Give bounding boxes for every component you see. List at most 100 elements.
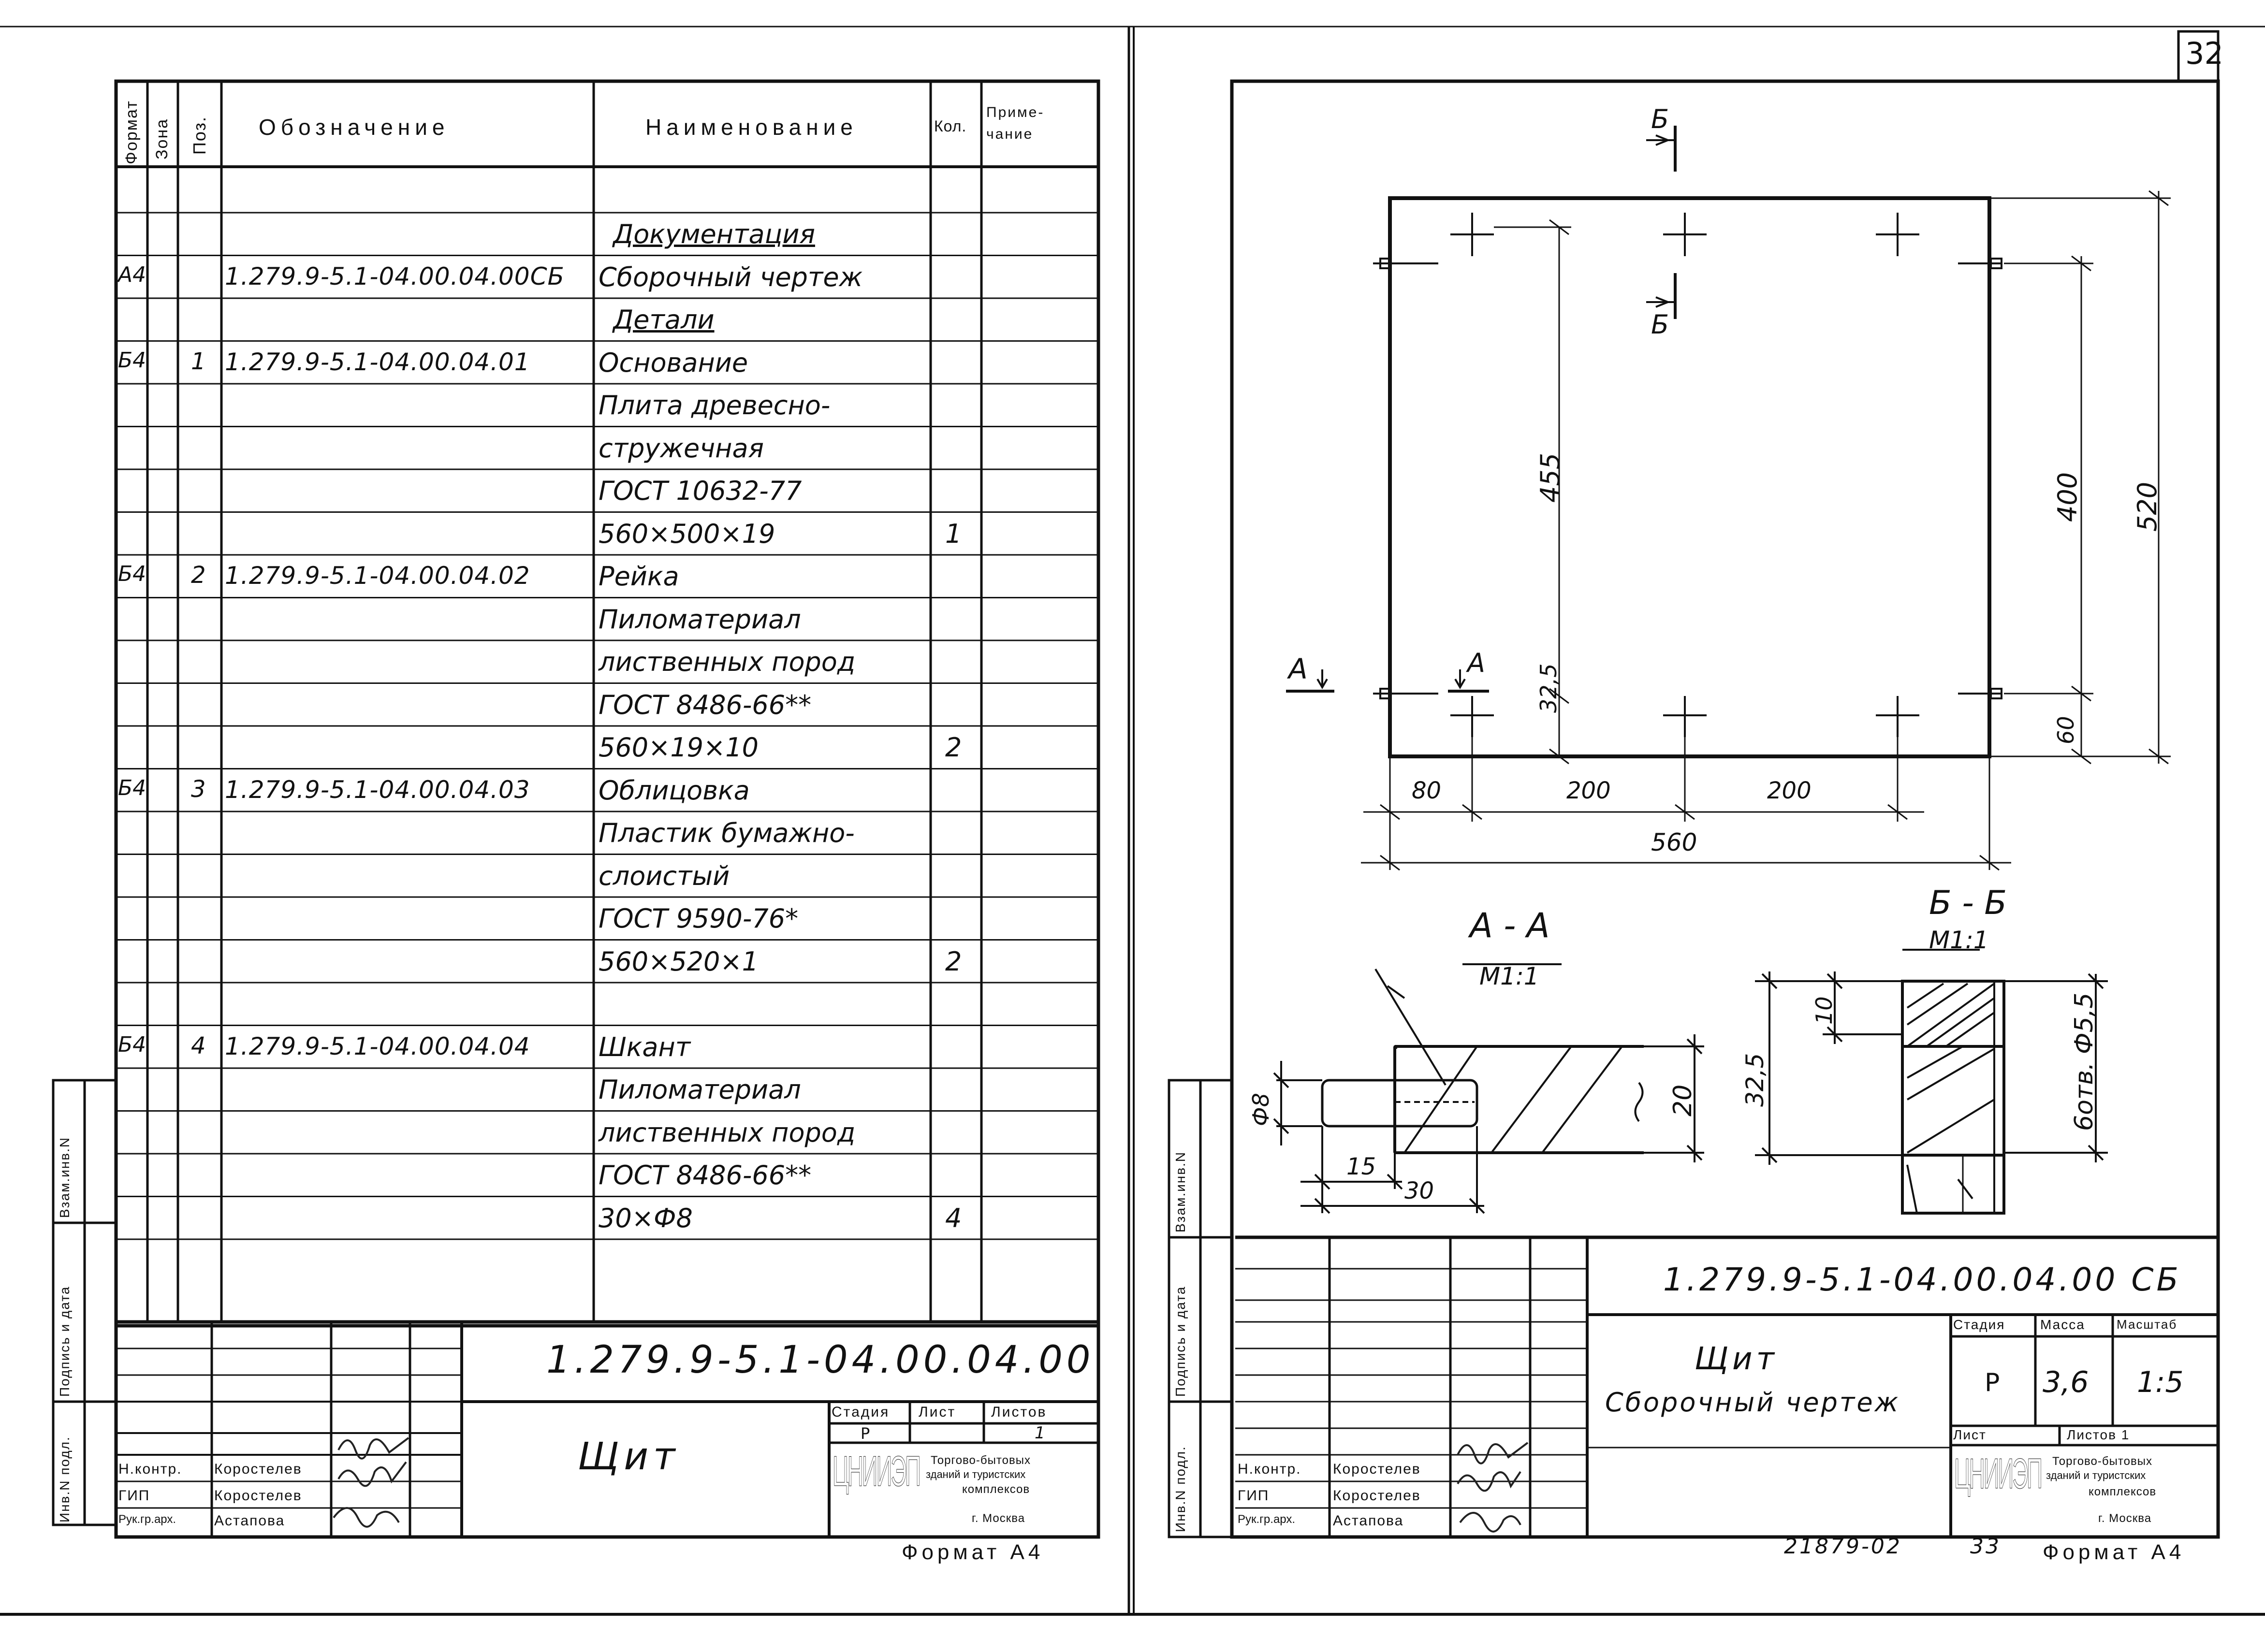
left-org-line-1: Торгово-бытовых	[931, 1454, 1031, 1467]
row-name: 560×520×1	[599, 946, 759, 977]
right-scale-value: 1:5	[2137, 1365, 2184, 1399]
row-name: Пиломатериал	[599, 604, 801, 635]
row-qty: 1	[945, 518, 962, 549]
dim-60: 60	[2053, 716, 2079, 744]
row-name: 560×19×10	[599, 732, 759, 763]
section-aa-title: А - А	[1470, 906, 1550, 945]
left-sheets-header: Листов	[991, 1404, 1047, 1420]
left-format-label: Формат А4	[902, 1540, 1044, 1564]
row-position: 1	[191, 348, 206, 375]
dim-560: 560	[1651, 828, 1697, 856]
left-org-line-4: г. Москва	[972, 1512, 1025, 1525]
left-stage-value: Р	[861, 1424, 870, 1443]
header-name: Наименование	[645, 115, 858, 140]
side-label-inv-orig: Инв.N подл.	[57, 1436, 72, 1522]
row-designation: 1.279.9-5.1-04.00.04.01	[225, 348, 530, 376]
right-org-line-4: г. Москва	[2098, 1512, 2152, 1525]
dim-520: 520	[2132, 481, 2163, 532]
row-designation: 1.279.9-5.1-04.00.04.04	[225, 1032, 530, 1060]
dim-200-a: 200	[1566, 777, 1611, 804]
row-name: ГОСТ 10632-77	[599, 476, 802, 506]
dim-200-b: 200	[1767, 777, 1812, 804]
dim-455: 455	[1535, 452, 1565, 503]
row-name: Плита древесно-	[599, 390, 831, 420]
section-bb-scale: М1:1	[1929, 926, 1989, 954]
section-bb-title: Б - Б	[1929, 884, 2007, 922]
right-role-1: Н.контр.	[1238, 1461, 1301, 1477]
right-side-label-inv-sub: Взам.инв.N	[1173, 1151, 1188, 1232]
right-sheet-header: Лист	[1953, 1427, 1987, 1442]
header-designation: Обозначение	[259, 115, 450, 140]
right-mass-value: 3,6	[2043, 1365, 2089, 1399]
row-name: 30×Ф8	[599, 1203, 693, 1233]
right-sheets-header: Листов 1	[2067, 1427, 2130, 1442]
row-qty: 2	[945, 946, 962, 977]
row-name: Шкант	[599, 1031, 691, 1062]
row-name: Сборочный чертеж	[599, 261, 863, 292]
row-name: стружечная	[599, 433, 764, 464]
right-role-3: Рук.гр.арх.	[1238, 1513, 1296, 1526]
row-name: Пиломатериал	[599, 1074, 801, 1105]
row-qty: 2	[945, 732, 962, 763]
left-role-3: Рук.гр.арх.	[118, 1513, 176, 1526]
left-name-3: Астапова	[214, 1513, 285, 1529]
row-name: Документация	[613, 219, 815, 249]
aa-dim-15: 15	[1346, 1153, 1376, 1180]
dim-80: 80	[1412, 777, 1442, 804]
section-aa-scale: М1:1	[1479, 962, 1539, 990]
right-title-name-2: Сборочный чертеж	[1605, 1387, 1900, 1418]
row-designation: 1.279.9-5.1-04.00.04.00СБ	[225, 262, 565, 290]
left-sheet-header: Лист	[919, 1404, 956, 1420]
right-title-name-1: Щит	[1695, 1341, 1778, 1377]
left-stage-header: Стадия	[832, 1404, 890, 1420]
row-name: ГОСТ 9590-76*	[599, 903, 799, 934]
right-org-logo: ЦНИИЭП	[1954, 1449, 2043, 1497]
right-mass-header: Масса	[2040, 1317, 2085, 1332]
right-name-2: Коростелев	[1333, 1488, 1421, 1504]
section-mark-a-left: А	[1288, 652, 1308, 685]
row-name: слоистый	[599, 860, 730, 891]
row-format: Б4	[118, 1032, 146, 1057]
right-side-label-sign-date: Подпись и дата	[1173, 1286, 1188, 1397]
header-qty: Кол.	[934, 117, 967, 135]
left-org-line-2: зданий и туристских	[926, 1468, 1026, 1480]
row-name: Пластик бумажно-	[599, 818, 855, 848]
aa-dim-d8: Ф8	[1248, 1093, 1274, 1126]
side-label-inv-sub: Взам.инв.N	[57, 1136, 72, 1218]
left-role-2: ГИП	[118, 1488, 150, 1504]
right-stage-header: Стадия	[1953, 1317, 2005, 1332]
row-format: Б4	[118, 562, 146, 586]
row-format: Б4	[118, 348, 146, 373]
bb-dim-32-5: 32,5	[1741, 1053, 1769, 1107]
aa-dim-30: 30	[1404, 1177, 1434, 1204]
row-position: 2	[191, 562, 206, 589]
left-role-1: Н.контр.	[118, 1461, 182, 1477]
right-role-2: ГИП	[1238, 1488, 1270, 1504]
left-title-code: 1.279.9-5.1-04.00.04.00	[546, 1338, 1095, 1382]
aa-dim-20: 20	[1668, 1084, 1697, 1116]
header-zone: Зона	[153, 118, 171, 159]
row-format: А4	[118, 262, 146, 287]
left-name-1: Коростелев	[214, 1461, 302, 1477]
row-qty: 4	[945, 1203, 962, 1233]
row-name: ГОСТ 8486-66**	[599, 1160, 812, 1190]
header-position: Поз.	[190, 116, 209, 155]
row-name: Основание	[599, 347, 748, 378]
section-mark-a-mid: А	[1467, 648, 1485, 678]
right-stage-value: Р	[1985, 1368, 2000, 1397]
row-designation: 1.279.9-5.1-04.00.04.03	[225, 775, 530, 804]
row-name: лиственных пород	[599, 647, 856, 677]
right-org-line-3: комплексов	[2089, 1485, 2157, 1498]
right-name-3: Астапова	[1333, 1513, 1404, 1529]
row-name: ГОСТ 8486-66**	[599, 689, 812, 720]
left-org-line-3: комплексов	[962, 1483, 1030, 1496]
row-name: Рейка	[599, 561, 679, 592]
header-note: Приме- чание	[986, 104, 1045, 142]
row-format: Б4	[118, 775, 146, 800]
right-org-line-1: Торгово-бытовых	[2052, 1455, 2152, 1468]
right-side-label-inv-orig: Инв.N подл.	[1173, 1446, 1188, 1532]
row-name: Облицовка	[599, 775, 750, 806]
right-org-line-2: зданий и туристских	[2046, 1469, 2146, 1481]
side-label-sign-date: Подпись и дата	[57, 1286, 72, 1397]
